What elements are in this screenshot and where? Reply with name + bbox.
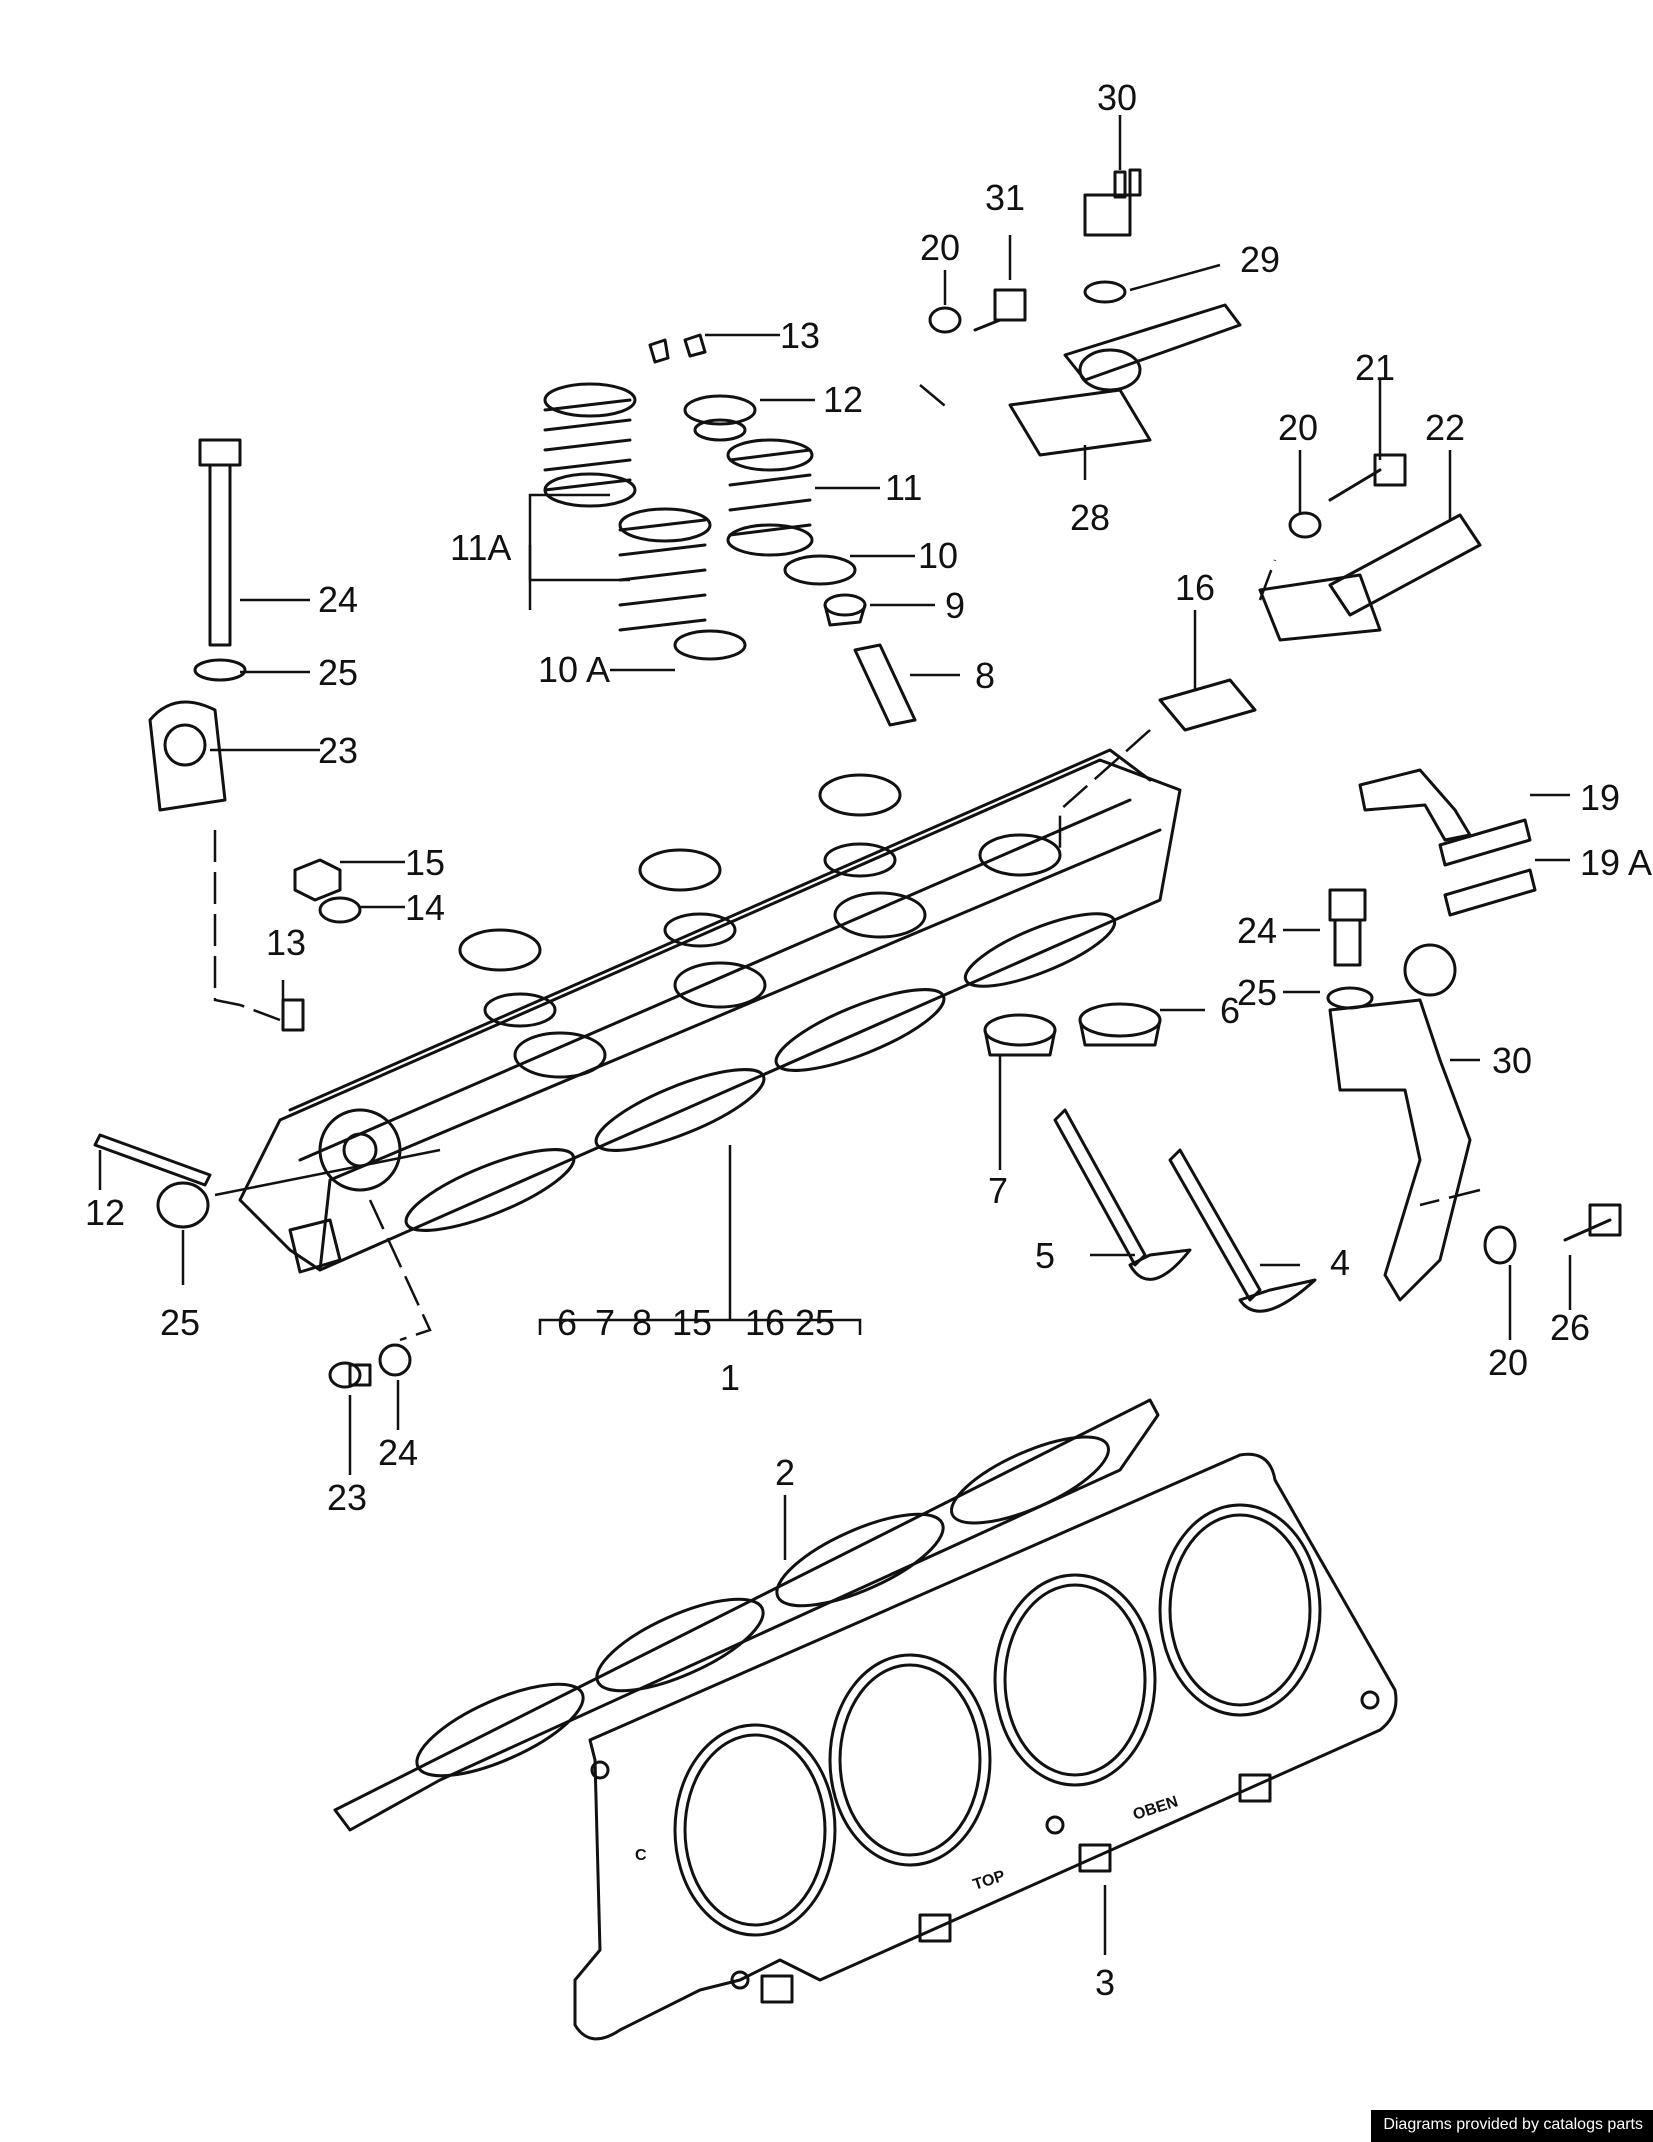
label-30: 30 [1492,1040,1532,1081]
label-31: 28 [1070,497,1110,538]
label-5: 5 [1035,1235,1055,1276]
gasket-oben-text: OBEN [1131,1793,1180,1823]
label-6: 6 [1220,990,1240,1031]
seal-25 [156,1181,210,1229]
gasket-top-text: TOP [971,1867,1008,1893]
label-2: 2 [775,1452,795,1493]
group-member-8: 8 [632,1302,652,1343]
label-11a: 11A [450,527,511,568]
part-1-group-list: 6 7 8 15 16 25 [557,1302,835,1343]
label-20-bracket: 20 [1488,1342,1528,1383]
label-17: 15 [405,842,445,883]
label-10a: 10 A [538,649,610,690]
seal-24 [378,1343,412,1377]
sensor-washer [1083,280,1127,304]
head-gasket-upper [333,1398,1160,1832]
valve-5 [1053,1108,1192,1281]
group-member-15: 15 [672,1302,712,1343]
gasket-18 [1158,678,1257,732]
washer-16 [318,896,362,924]
label-19: 19 [1580,777,1620,818]
gasket-19a [1443,868,1537,917]
valve-seat-6 [1078,1002,1162,1047]
label-28-right: 25 [1237,972,1277,1013]
label-28-left: 25 [318,652,358,693]
coolant-outlet-31 [1008,303,1242,457]
label-13: 13 [780,315,820,356]
valve-spring-11 [726,438,814,557]
plug-23 [328,1361,372,1389]
washer-28-right [1326,986,1374,1010]
head-gasket-lower: TOP OBEN C [573,1452,1398,2041]
label-32: 29 [1240,239,1280,280]
label-24: 24 [378,1432,418,1473]
credit-badge: Diagrams provided by catalogs parts [1371,2110,1653,2142]
washer-20-right [1288,511,1322,539]
nut-17 [293,858,342,902]
washer-20-bracket [1483,1225,1517,1265]
group-member-25: 25 [795,1302,835,1343]
label-1: 1 [720,1357,740,1398]
label-8: 8 [975,655,995,696]
valve-stem-seal [823,593,867,627]
label-20-top: 20 [920,227,960,268]
dashed-leader-lines [213,384,1481,1342]
valve-4 [1168,1148,1317,1313]
label-20-right: 20 [1278,407,1318,448]
label-3: 3 [1095,1962,1115,2003]
group-member-16: 16 [745,1302,785,1343]
callout-labels: 30 31 20 29 28 21 20 22 16 19 19 A 13 12… [85,77,1652,2003]
label-12: 12 [823,379,863,420]
washer-20-top [928,306,962,334]
label-15: 13 [266,922,306,963]
dowel-15 [281,998,305,1032]
leader-lines [98,115,1572,1955]
label-22: 22 [1425,407,1465,448]
label-33: 30 [1097,77,1137,118]
valve-keepers [648,333,707,364]
label-18: 16 [1175,567,1215,608]
label-10: 10 [918,535,958,576]
label-16: 14 [405,887,445,928]
label-27-left: 24 [318,579,358,620]
label-9: 9 [945,585,965,626]
spring-seat-10 [783,554,857,586]
label-11: 11 [885,467,922,508]
bolt-29 [1563,1203,1622,1242]
lifting-eye [148,438,247,812]
label-4: 4 [1330,1242,1350,1283]
label-26: 23 [318,730,358,771]
label-19a: 19 A [1580,842,1652,883]
label-25: 25 [160,1302,200,1343]
label-23: 23 [327,1477,367,1518]
bracket-30 [1328,943,1472,1302]
pipe-19 [1358,768,1532,867]
temperature-sensor [1083,168,1142,237]
valve-guide [853,643,917,727]
stud-14 [93,1133,212,1187]
valve-spring-lower [618,507,747,661]
label-7: 7 [988,1170,1008,1211]
group-member-6: 6 [557,1302,577,1343]
label-21: 21 [1355,347,1395,388]
coolant-outlet-22 [1258,513,1482,642]
label-14: 12 [85,1192,125,1233]
label-34: 31 [985,177,1025,218]
valve-spring-outer [543,382,637,508]
label-29: 26 [1550,1307,1590,1348]
valve-seat-7 [983,1013,1057,1057]
label-27-right: 24 [1237,910,1277,951]
spring-retainer [683,394,757,442]
cylinder-head [238,748,1182,1274]
bolt-21 [1328,453,1407,502]
group-member-7: 7 [595,1302,615,1343]
bolt-27-right [1328,888,1367,967]
bolt-34 [973,288,1027,332]
gasket-c-text: C [635,1847,647,1864]
